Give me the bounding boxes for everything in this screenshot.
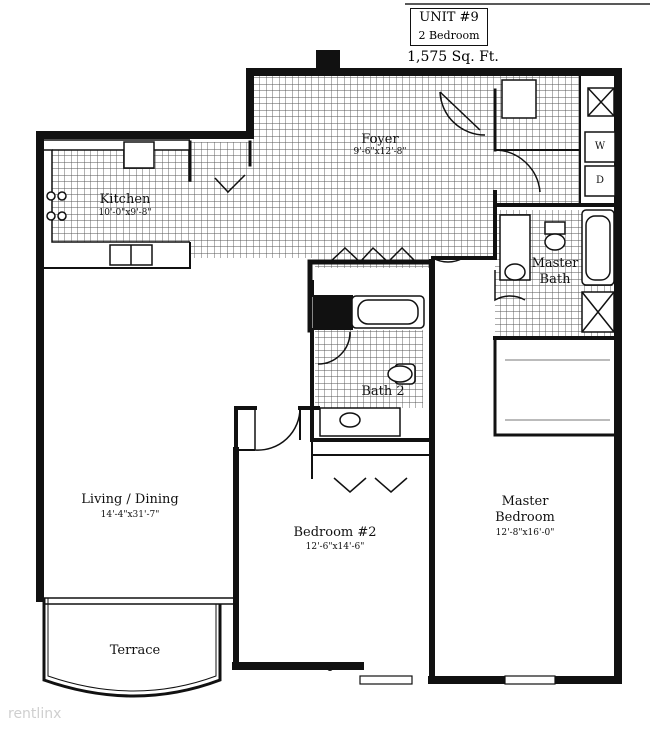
toilet bbox=[387, 365, 413, 383]
bedroom2-dims: 12'-6"x14'-6" bbox=[305, 542, 365, 552]
unit-header-box bbox=[410, 8, 488, 46]
foyer-label: Foyer bbox=[361, 132, 399, 147]
bedroom2-label: Bedroom #2 bbox=[293, 525, 377, 540]
terrace bbox=[42, 597, 236, 698]
master-bath-label: Master bbox=[531, 256, 579, 271]
dryer-label: D bbox=[595, 175, 605, 186]
master-bedroom-dims: 12'-8"x16'-0" bbox=[495, 528, 555, 538]
unit-number: UNIT #9 bbox=[419, 10, 479, 25]
washer bbox=[584, 131, 616, 163]
bath2-label: Bath 2 bbox=[361, 384, 405, 399]
master-bath-label-line2: Bath bbox=[539, 272, 571, 287]
master-bedroom-label-line2: Bedroom bbox=[495, 510, 555, 525]
master-bath-fixtures bbox=[499, 209, 615, 333]
watermark: rentlinx bbox=[8, 706, 62, 722]
square-footage: 1,575 Sq. Ft. bbox=[407, 49, 499, 65]
master-sink bbox=[504, 263, 526, 281]
laundry-fixtures bbox=[501, 79, 616, 197]
kitchen-hood bbox=[123, 141, 155, 169]
kitchen-dims: 10'-0"x9'-8" bbox=[98, 208, 152, 218]
master-bedroom-label: Master bbox=[501, 494, 549, 509]
foyer-dims: 9'-6"x12'-8" bbox=[353, 147, 407, 157]
living-dining-label: Living / Dining bbox=[81, 492, 179, 507]
master-closet-rod bbox=[505, 359, 610, 421]
stove-burner bbox=[46, 191, 56, 201]
windows bbox=[359, 675, 556, 685]
bath2-sink bbox=[339, 412, 361, 428]
door-swings bbox=[214, 91, 541, 451]
bath2-fixtures bbox=[313, 295, 425, 437]
master-toilet bbox=[544, 233, 566, 251]
living-dining-dims: 14'-4"x31'-7" bbox=[100, 510, 160, 520]
washer-label: W bbox=[594, 141, 606, 152]
kitchen-label: Kitchen bbox=[99, 192, 151, 207]
kitchen-counter bbox=[44, 139, 191, 269]
terrace-label: Terrace bbox=[109, 643, 161, 658]
bedroom-count: 2 Bedroom bbox=[418, 29, 480, 42]
foyer-floor bbox=[190, 72, 540, 268]
chimney bbox=[316, 50, 340, 72]
dryer bbox=[584, 165, 616, 197]
bifold-doors bbox=[329, 246, 417, 493]
kitchen-floor bbox=[52, 150, 190, 242]
